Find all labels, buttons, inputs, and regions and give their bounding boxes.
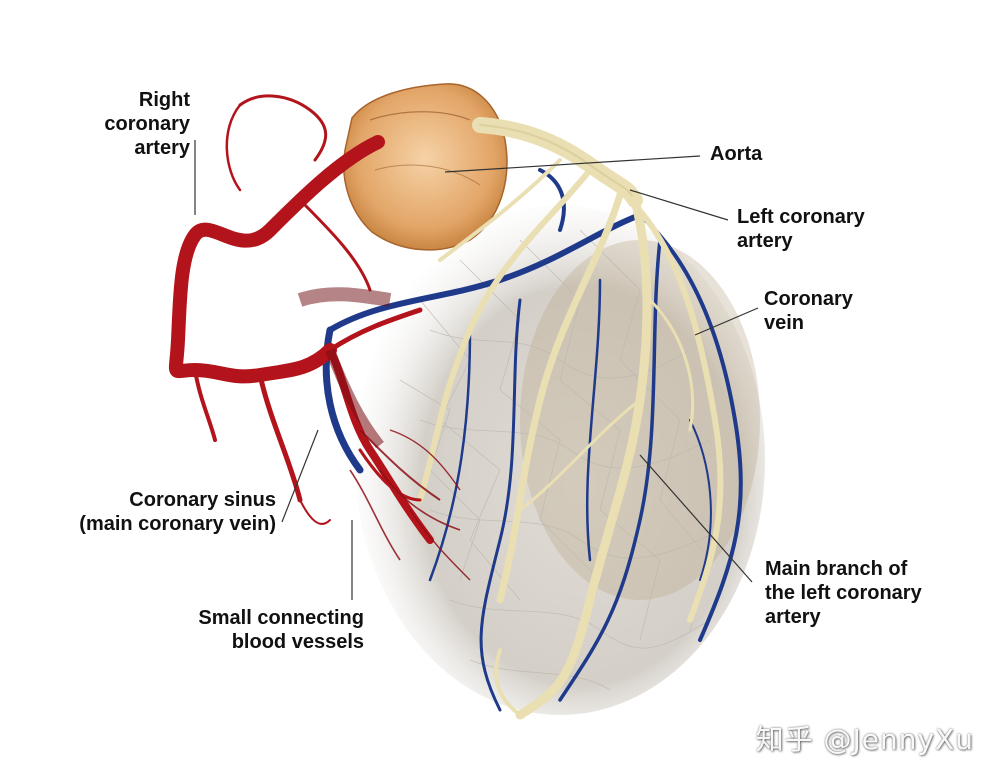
capillary-mass [355,205,765,715]
label-right-coronary-artery: Right coronary artery [104,88,190,160]
label-main-branch-left-coronary: Main branch of the left coronary artery [765,557,922,629]
label-left-coronary-artery: Left coronary artery [737,205,865,253]
leader-aorta [444,155,701,173]
label-line: artery [134,137,190,159]
label-line: Aorta [710,143,763,165]
leader-main-branch [639,454,753,583]
label-line: Main branch of [765,558,908,580]
left-coronary-artery-cast [417,117,724,720]
label-line: artery [737,230,793,252]
label-coronary-sinus: Coronary sinus (main coronary vein) [79,488,276,536]
leader-left-coronary [629,189,729,221]
leader-coronary-vein [694,307,759,336]
label-coronary-vein: Coronary vein [764,287,853,335]
label-line: artery [765,606,821,628]
small-connecting-vessels [349,429,471,581]
label-line: the left coronary [765,582,922,604]
label-small-connecting-vessels: Small connecting blood vessels [198,606,364,654]
label-line: Right [138,89,190,111]
label-line: coronary [104,113,190,135]
label-line: blood vessels [231,631,364,653]
label-line: Coronary [764,288,853,310]
label-aorta: Aorta [710,142,762,166]
watermark: 知乎 @JennyXu [755,723,974,756]
label-line: Small connecting [198,607,364,629]
label-line: Coronary sinus [129,489,276,511]
label-line: vein [764,312,805,334]
aortic-root [343,83,508,251]
leader-coronary-sinus [281,429,319,523]
label-line: (main coronary vein) [79,513,276,535]
leader-lines [194,140,759,600]
label-line: Left coronary [737,206,865,228]
